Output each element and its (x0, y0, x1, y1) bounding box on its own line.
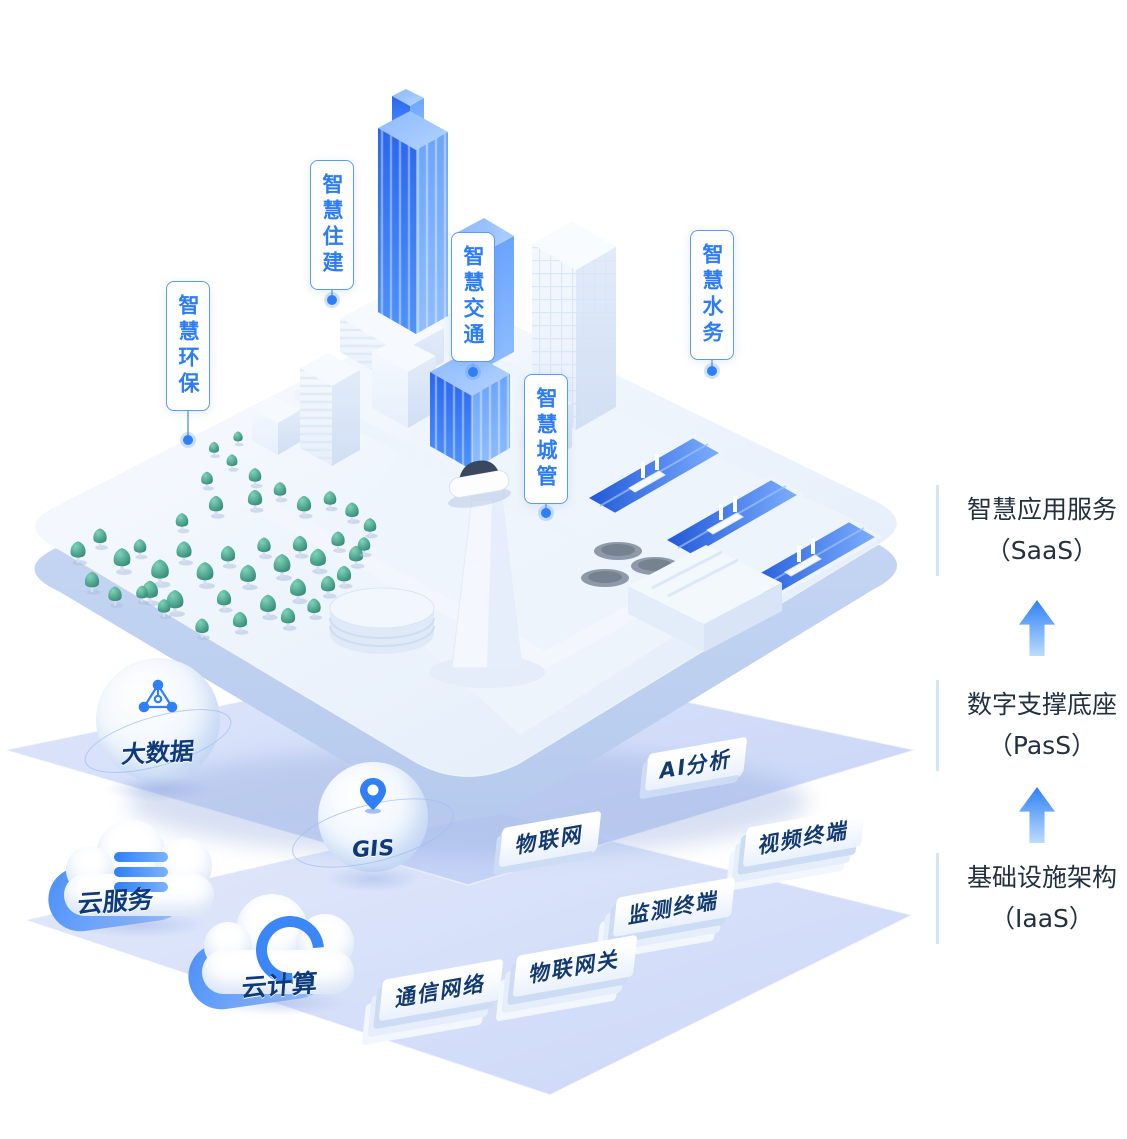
map-pin-icon (358, 776, 388, 818)
callout-smart-transport: 智慧交通 (451, 232, 495, 377)
callout-label: 智慧环保 (166, 281, 210, 411)
cloud-base (64, 874, 214, 916)
callout-dot (327, 295, 337, 305)
storage-tank (329, 587, 435, 654)
callout-label: 智慧住建 (310, 160, 354, 290)
callout-dot (468, 367, 478, 377)
industrial-building (628, 545, 782, 652)
callout-line (545, 504, 547, 508)
saas-subtitle: （SaaS） (985, 536, 1099, 566)
callout-line (711, 360, 713, 366)
callout-smart-city-mgmt: 智慧城管 (524, 374, 568, 518)
callout-dot (183, 435, 193, 445)
saas-layer-label: 智慧应用服务 （SaaS） (936, 485, 1127, 576)
callout-dot (707, 366, 717, 376)
big-data-globe: 大数据 (78, 658, 238, 802)
callout-smart-housing: 智慧住建 (310, 160, 354, 305)
network-icon (135, 676, 181, 722)
server-stack-icon (114, 852, 168, 892)
blue-tower-tall (378, 89, 448, 334)
car (447, 460, 512, 508)
cloud-computing-label: 云计算 (240, 968, 319, 1003)
callout-dot (541, 508, 551, 518)
white-buildings-cluster (252, 295, 444, 466)
cloud-computing-cloud: 云计算 (184, 892, 358, 1016)
iaas-layer-label: 基础设施架构 （IaaS） (936, 853, 1127, 944)
callout-label: 智慧城管 (524, 374, 568, 504)
big-data-label: 大数据 (120, 737, 196, 769)
iaas-subtitle: （IaaS） (990, 904, 1094, 934)
monument-tower (429, 481, 545, 688)
saas-title: 智慧应用服务 (966, 495, 1117, 524)
paas-subtitle: （PasS） (987, 731, 1097, 761)
callout-line (472, 362, 474, 367)
callout-line (331, 290, 333, 295)
callout-line (187, 411, 189, 435)
cloud-base (202, 950, 354, 994)
cloud-service-cloud: 云服务 (44, 818, 218, 938)
callout-label: 智慧交通 (451, 232, 495, 362)
callout-label: 智慧水务 (690, 230, 734, 360)
cloud-service-label: 云服务 (76, 884, 155, 919)
iaas-title: 基础设施架构 (966, 863, 1117, 892)
callout-smart-water: 智慧水务 (690, 230, 734, 376)
paas-layer-label: 数字支撑底座 （PasS） (936, 680, 1127, 771)
gis-globe: GIS (285, 762, 461, 892)
paas-title: 数字支撑底座 (966, 690, 1117, 719)
callout-smart-environment: 智慧环保 (166, 281, 210, 445)
